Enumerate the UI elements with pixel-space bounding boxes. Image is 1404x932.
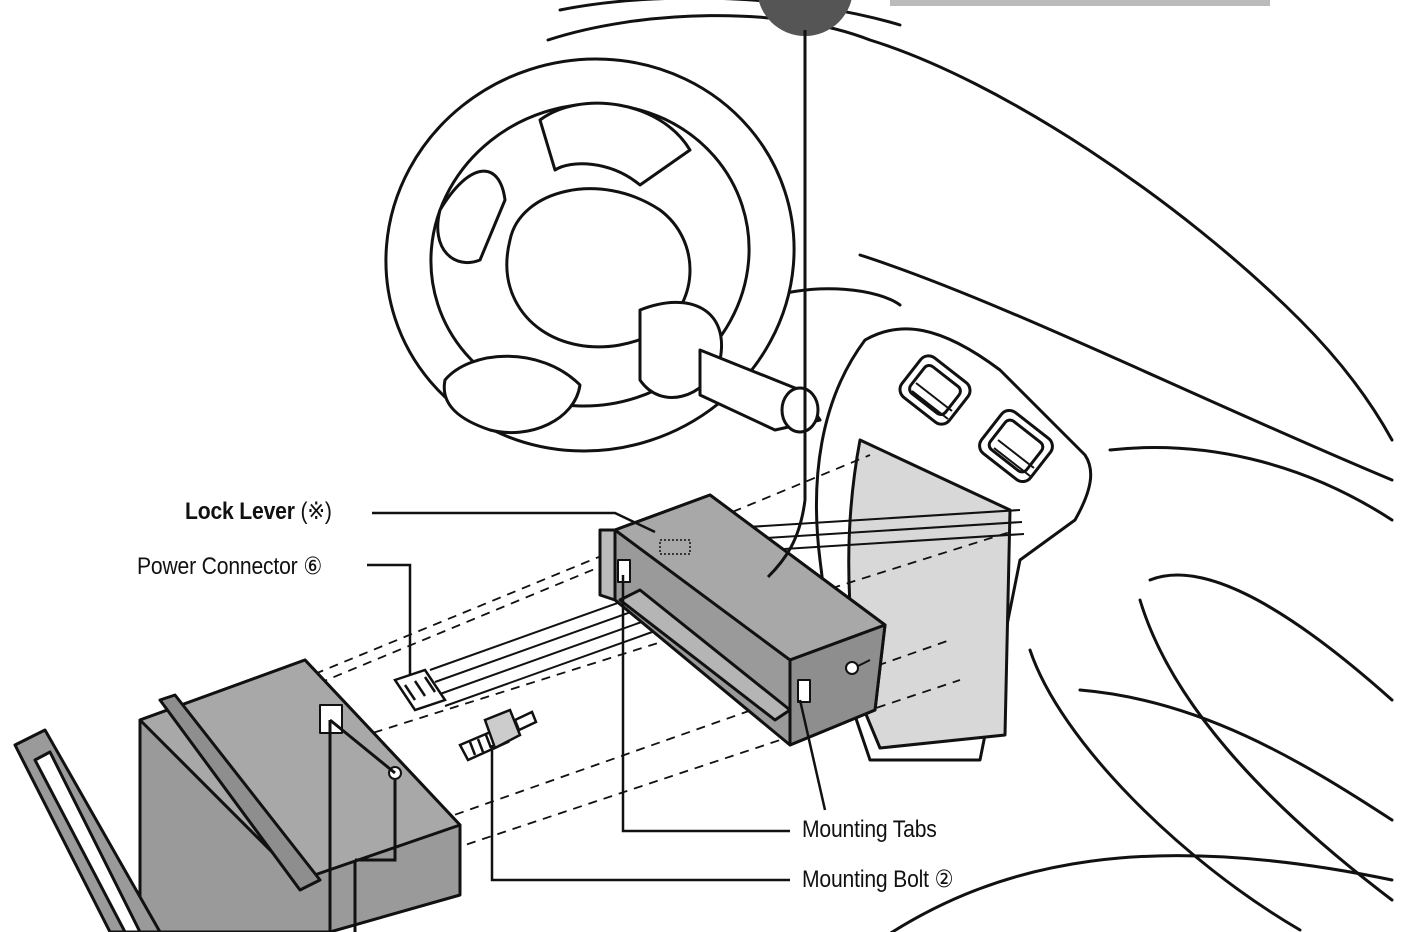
dashboard <box>546 0 1394 932</box>
cropped-text <box>890 0 1270 6</box>
steering-wheel <box>384 57 822 453</box>
trim-ring <box>13 728 162 932</box>
step-marker <box>758 0 852 36</box>
mounting-bolt <box>458 708 538 762</box>
power-connector <box>393 668 447 712</box>
leader-lock-lever <box>372 511 656 534</box>
power-connector-text: Power Connector ⑥ <box>137 553 322 580</box>
right-vent <box>978 408 1054 484</box>
mounting-tabs-text: Mounting Tabs <box>802 816 937 843</box>
leader-lines <box>367 511 827 882</box>
mounting-bolt-text: Mounting Bolt ② <box>802 866 954 893</box>
sleeve-wires <box>328 718 397 932</box>
label-mounting-tabs: Mounting Tabs <box>802 816 937 844</box>
label-lock-lever: Lock Lever (※) <box>185 497 332 526</box>
lock-lever <box>659 539 691 555</box>
main-unit <box>598 493 887 747</box>
lock-lever-mark: (※) <box>300 498 332 525</box>
leader-power-connector <box>367 563 412 675</box>
keyhole <box>845 661 859 675</box>
center-console <box>814 327 1093 762</box>
mounting-sleeve <box>138 658 462 932</box>
leader-mounting-tabs <box>621 575 790 833</box>
label-mounting-bolt: Mounting Bolt ② <box>802 865 953 894</box>
label-power-connector: Power Connector ⑥ <box>137 552 322 581</box>
lock-lever-text: Lock Lever <box>185 498 295 525</box>
mounting-tab-slot-right <box>797 679 811 703</box>
left-vent <box>898 354 972 426</box>
leader-mounting-bolt <box>490 745 790 882</box>
